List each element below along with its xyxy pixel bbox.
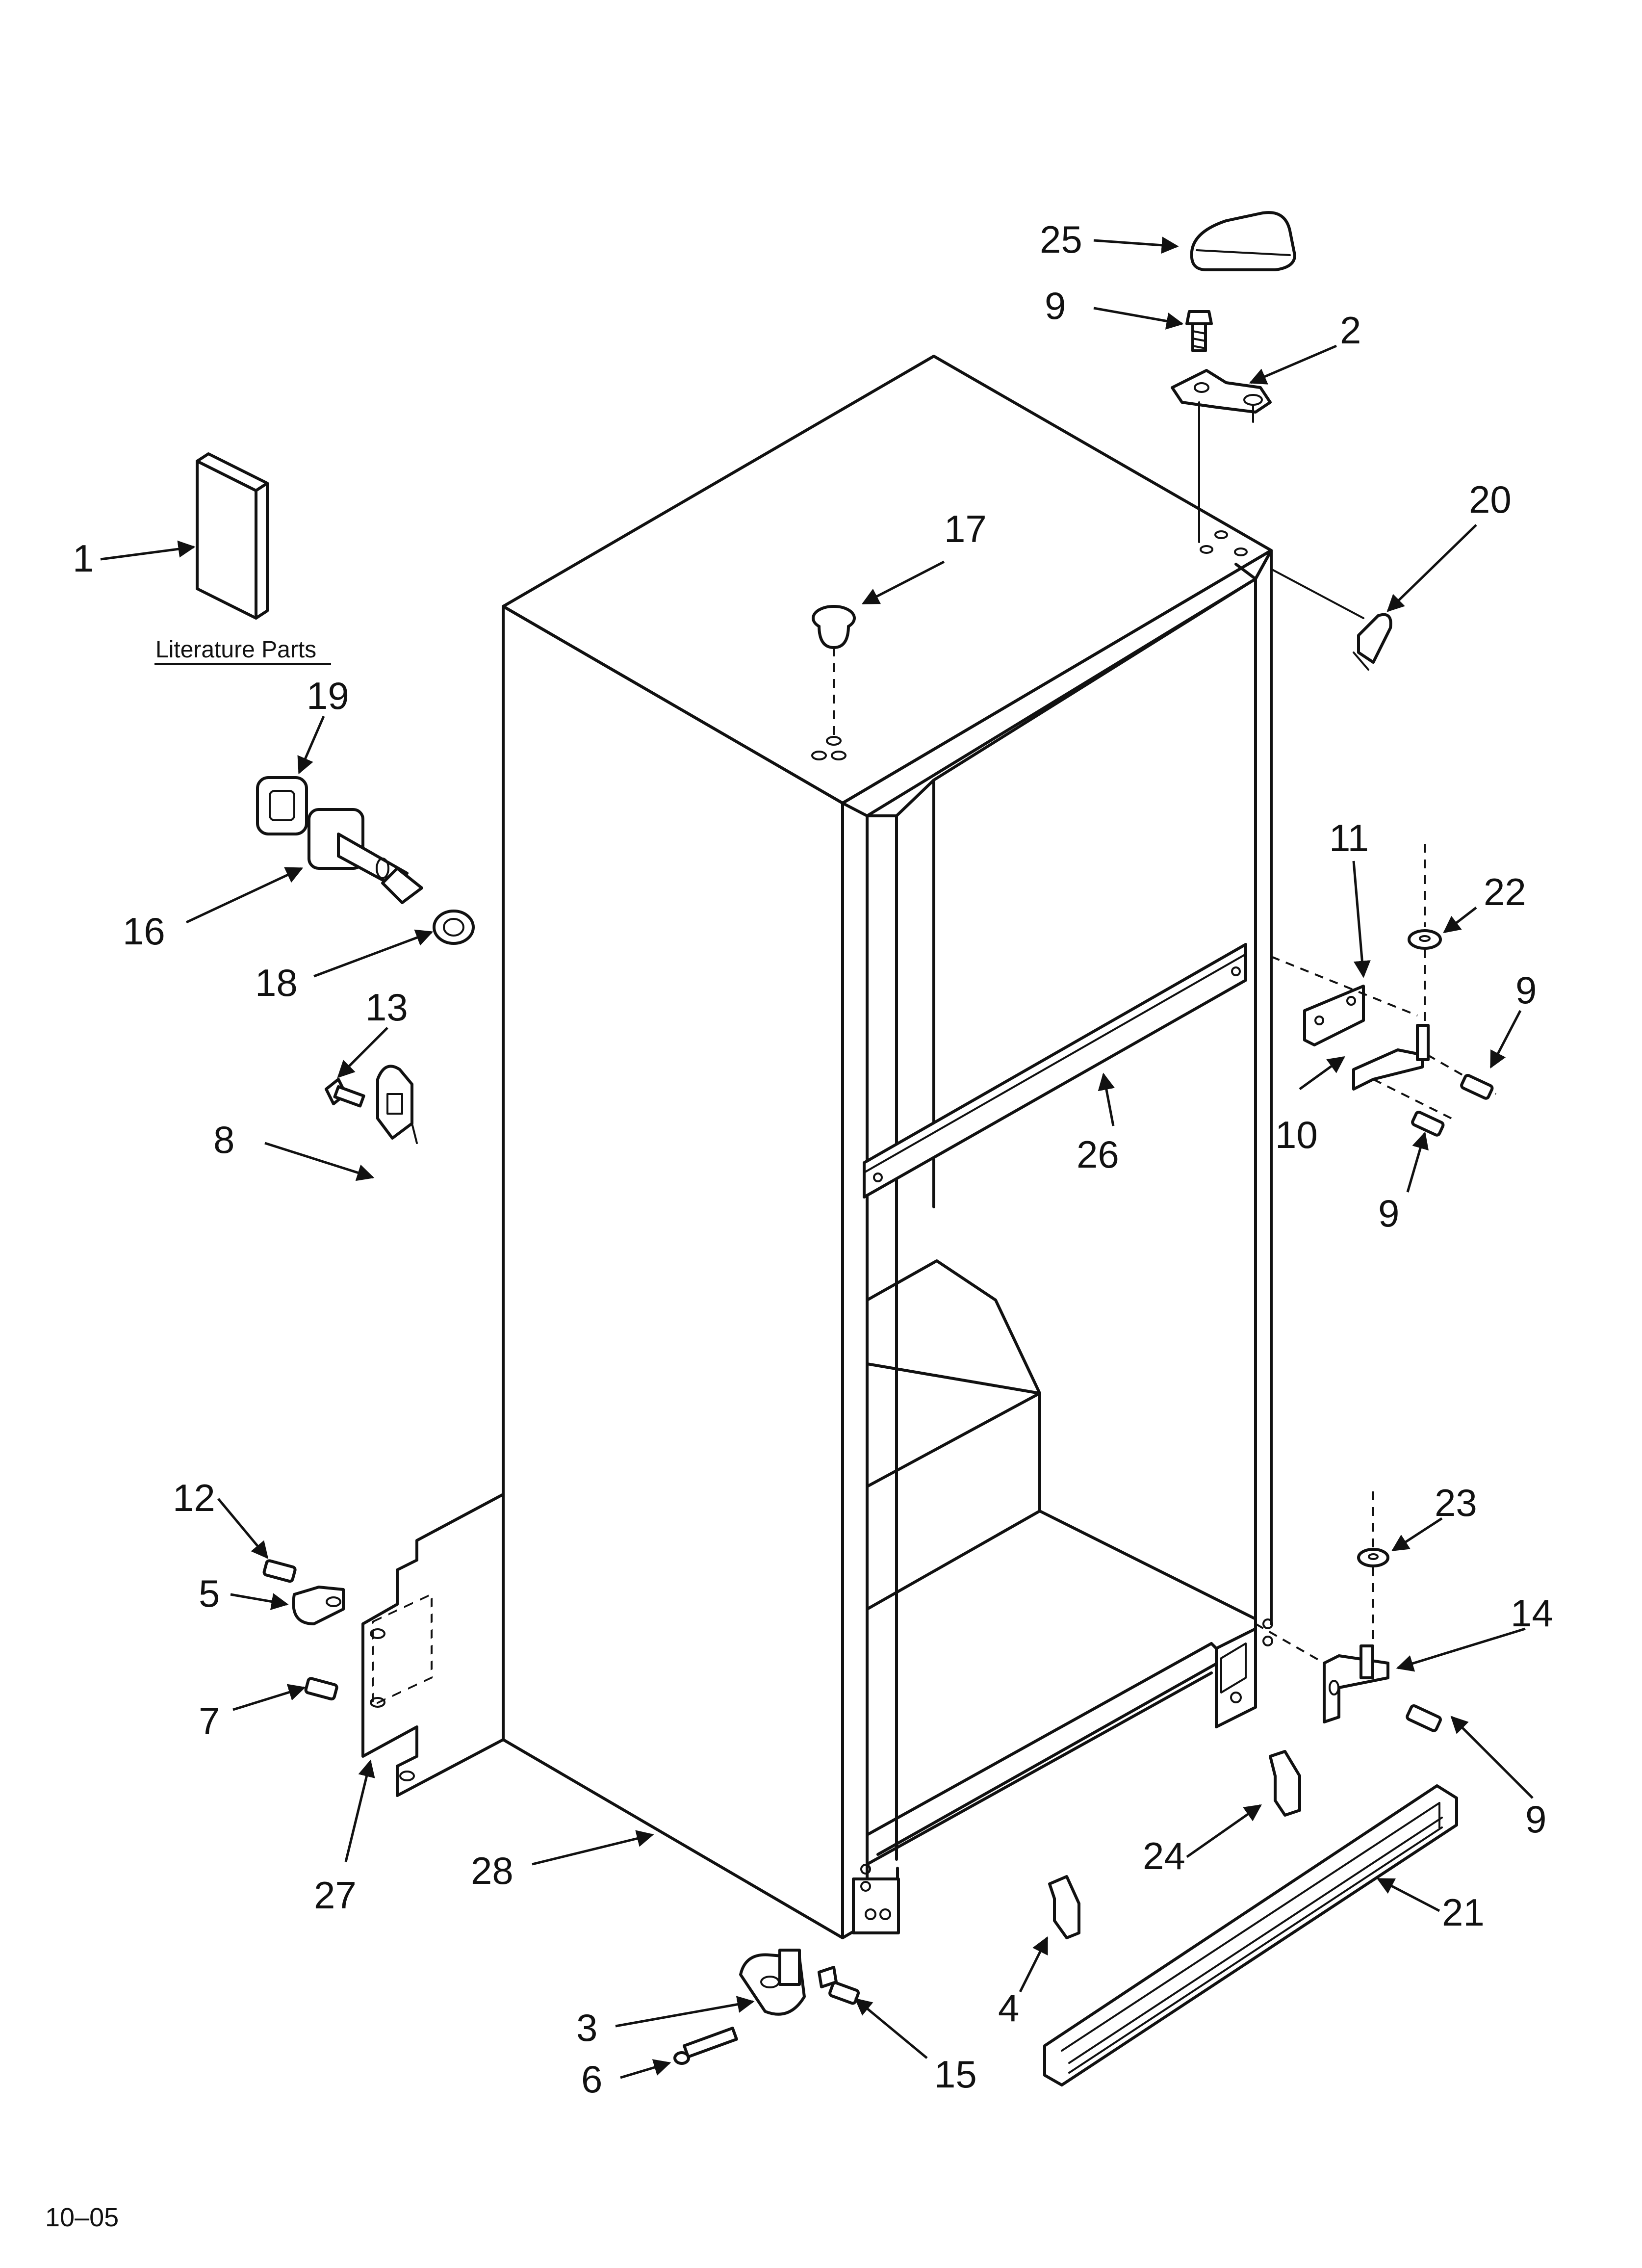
callout-leaders	[100, 236, 1534, 2079]
callout-28: 28	[471, 1849, 513, 1892]
callout-11: 11	[1329, 816, 1369, 860]
door-stop-bracket	[376, 1065, 418, 1144]
gasket-part	[256, 776, 308, 835]
base-grille	[1043, 1784, 1458, 2086]
callout-8: 8	[213, 1118, 234, 1161]
hinge-pin-part	[673, 2027, 738, 2065]
callout-10: 10	[1275, 1113, 1318, 1156]
hinge-washer-lower	[1357, 1491, 1389, 1648]
callout-9-hinge-below: 9	[1378, 1192, 1399, 1235]
callout-12: 12	[173, 1476, 215, 1519]
callout-20: 20	[1469, 478, 1512, 521]
callout-9-hinge-right: 9	[1515, 968, 1537, 1012]
callout-13: 13	[365, 986, 408, 1029]
callout-6: 6	[581, 2058, 602, 2101]
callout-4: 4	[998, 1986, 1019, 2030]
grille-clip-right	[1269, 1750, 1301, 1817]
callout-25: 25	[1040, 218, 1082, 261]
hinge-cover-part	[1190, 211, 1296, 271]
callout-9-top: 9	[1045, 284, 1066, 327]
tube-clamp-part	[292, 1586, 345, 1625]
top-hinge-part	[1171, 369, 1272, 543]
hinge-washer-upper	[1408, 844, 1442, 1025]
literature-caption: Literature Parts	[155, 637, 316, 663]
callout-27: 27	[314, 1874, 357, 1917]
grommet-ring	[433, 910, 475, 945]
hinge-cover-clip	[1270, 568, 1392, 671]
clamp-screw	[262, 1559, 297, 1583]
leveling-leg-part	[739, 1949, 806, 2016]
callout-14: 14	[1511, 1591, 1553, 1635]
callout-16: 16	[123, 910, 165, 953]
refrigerator-cabinet	[502, 355, 1273, 1939]
callout-15: 15	[934, 2053, 977, 2096]
callout-5: 5	[199, 1572, 220, 1615]
literature-booklet	[196, 452, 269, 620]
callout-7: 7	[199, 1699, 220, 1743]
top-plug	[812, 605, 856, 736]
callout-18: 18	[255, 961, 298, 1004]
door-stop-screw	[325, 1078, 365, 1108]
grille-clip-left	[1048, 1875, 1080, 1939]
center-hinge-bracket	[1271, 956, 1496, 1120]
callout-21: 21	[1442, 1891, 1485, 1934]
center-hinge-screw-lower	[1411, 1110, 1445, 1137]
bottom-hinge-screw	[1406, 1704, 1442, 1732]
callout-19: 19	[307, 674, 349, 717]
callout-labels: 1 25 9 2 20 17 19 16 18 13 8 11 22 9 10 …	[73, 218, 1553, 2101]
callout-1: 1	[73, 537, 94, 580]
top-hinge-screw	[1185, 310, 1213, 352]
center-hinge-screw-right	[1460, 1073, 1494, 1100]
callout-2: 2	[1340, 309, 1361, 352]
bottom-hinge-part	[1255, 1623, 1389, 1723]
leg-screw-part	[818, 1966, 860, 2005]
callout-3: 3	[576, 2006, 597, 2049]
callout-26: 26	[1077, 1133, 1119, 1176]
callout-17: 17	[944, 507, 987, 550]
callout-24: 24	[1143, 1834, 1185, 1877]
shaft-fitting-part	[308, 808, 423, 904]
footer-code: 10–05	[45, 2203, 119, 2232]
rear-panel-bracket	[361, 1493, 505, 1797]
callout-23: 23	[1435, 1481, 1477, 1524]
callout-9-bottom: 9	[1525, 1798, 1546, 1841]
bracket-screw	[304, 1677, 338, 1701]
callout-22: 22	[1484, 870, 1526, 913]
mullion-rail	[863, 943, 1247, 1199]
